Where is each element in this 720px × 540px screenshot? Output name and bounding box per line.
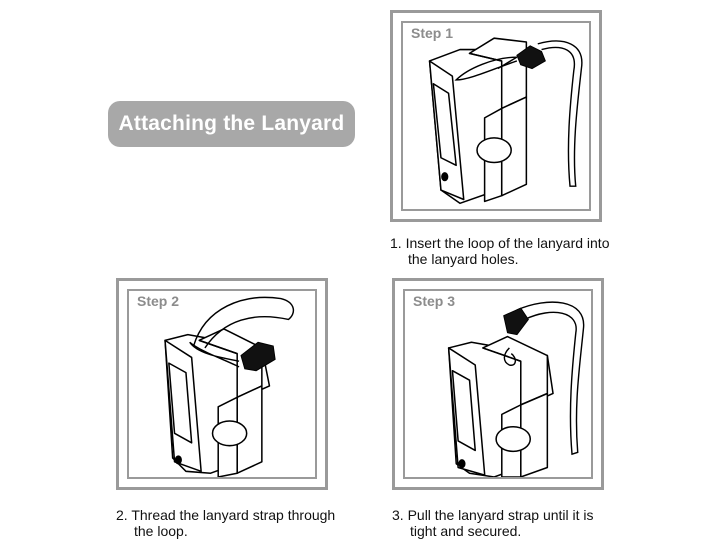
step-2-frame: Step 2 bbox=[127, 289, 317, 479]
step-1-illustration bbox=[428, 37, 583, 205]
device-button bbox=[211, 420, 248, 447]
step-1-frame: Step 1 bbox=[401, 21, 591, 211]
page-title: Attaching the Lanyard bbox=[108, 101, 355, 147]
lanyard-knot bbox=[503, 347, 517, 366]
step-2-label: Step 2 bbox=[135, 293, 182, 309]
lanyard-loop bbox=[454, 56, 518, 81]
step-3-panel: Step 3 bbox=[392, 278, 604, 490]
lanyard-connector bbox=[240, 341, 276, 372]
device-button bbox=[476, 137, 512, 164]
device-screen bbox=[451, 369, 476, 452]
lanyard-strap bbox=[516, 301, 585, 456]
device-button bbox=[495, 425, 532, 453]
step-1-caption-line2: the lanyard holes. bbox=[408, 251, 519, 267]
lanyard-strap bbox=[537, 40, 583, 187]
step-2-illustration bbox=[164, 296, 295, 477]
lanyard-strap bbox=[192, 296, 295, 349]
step-3-label: Step 3 bbox=[411, 293, 458, 309]
lanyard-loop bbox=[189, 341, 240, 368]
step-1-caption: 1. Insert the loop of the lanyard into t… bbox=[390, 235, 640, 267]
lanyard-connector bbox=[516, 45, 546, 70]
step-3-illustration bbox=[447, 301, 585, 477]
device-screen bbox=[168, 362, 193, 444]
step-2-panel: Step 2 bbox=[116, 278, 328, 490]
step-3-caption-line2: tight and secured. bbox=[410, 523, 522, 539]
step-2-caption-line1: 2. Thread the lanyard strap through bbox=[116, 507, 336, 523]
step-1-label: Step 1 bbox=[409, 25, 456, 41]
step-2-caption-line2: the loop. bbox=[134, 523, 188, 539]
step-1-caption-line1: 1. Insert the loop of the lanyard into bbox=[390, 235, 610, 251]
step-3-frame: Step 3 bbox=[403, 289, 593, 479]
lanyard-connector bbox=[503, 307, 529, 336]
step-2-caption: 2. Thread the lanyard strap through the … bbox=[116, 507, 366, 539]
device-screen bbox=[432, 82, 457, 167]
step-1-panel: Step 1 bbox=[390, 10, 602, 222]
step-3-caption: 3. Pull the lanyard strap until it is ti… bbox=[392, 507, 642, 539]
step-3-caption-line1: 3. Pull the lanyard strap until it is bbox=[392, 507, 594, 523]
